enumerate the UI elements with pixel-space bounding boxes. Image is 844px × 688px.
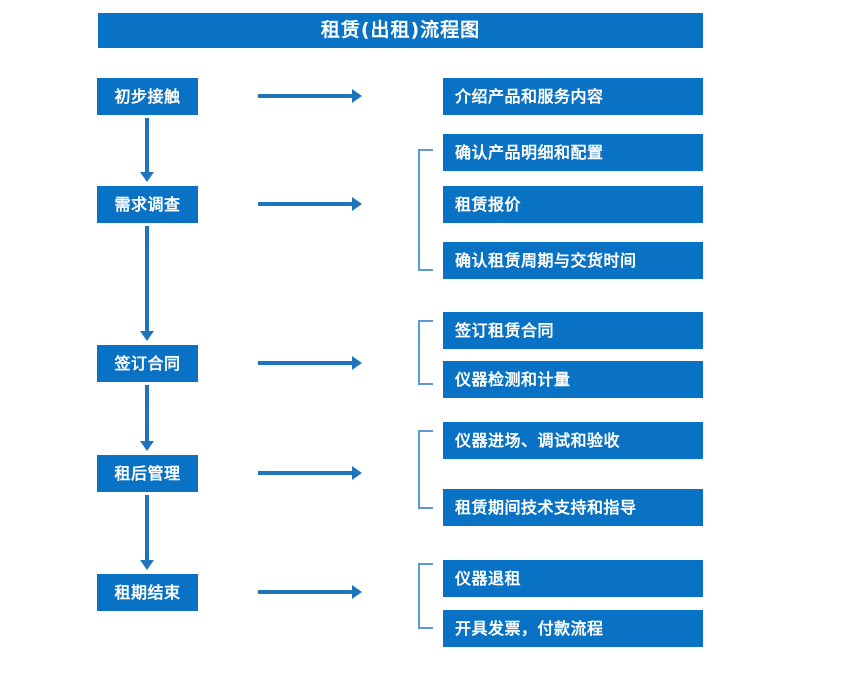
- detail-label: 仪器退租: [455, 568, 522, 588]
- detail-node-仪器退租[interactable]: 仪器退租: [443, 560, 703, 597]
- stage-node-签订合同[interactable]: 签订合同: [97, 345, 198, 382]
- detail-label: 仪器检测和计量: [455, 369, 571, 389]
- group-bracket-icon: [418, 149, 433, 271]
- detail-node-签订租赁合同[interactable]: 签订租赁合同: [443, 312, 703, 349]
- detail-node-确认产品明细和配置[interactable]: 确认产品明细和配置: [443, 134, 703, 171]
- stage-label: 租后管理: [114, 463, 181, 483]
- detail-node-租赁期间技术支持和指导[interactable]: 租赁期间技术支持和指导: [443, 489, 703, 526]
- arrow-right-icon: [258, 197, 362, 211]
- detail-label: 介绍产品和服务内容: [455, 86, 604, 106]
- detail-node-仪器进场调试和验收[interactable]: 仪器进场、调试和验收: [443, 422, 703, 459]
- detail-label: 租赁报价: [455, 194, 522, 214]
- detail-label: 租赁期间技术支持和指导: [455, 497, 637, 517]
- stage-node-租期结束[interactable]: 租期结束: [97, 574, 198, 611]
- stage-label: 租期结束: [114, 582, 181, 602]
- detail-label: 确认租赁周期与交货时间: [455, 250, 637, 270]
- detail-node-租赁报价[interactable]: 租赁报价: [443, 186, 703, 223]
- detail-node-仪器检测和计量[interactable]: 仪器检测和计量: [443, 361, 703, 398]
- stage-node-租后管理[interactable]: 租后管理: [97, 455, 198, 492]
- stage-label: 初步接触: [114, 86, 181, 106]
- stage-label: 需求调查: [114, 194, 181, 214]
- diagram-title-banner: 租赁(出租)流程图: [98, 13, 703, 48]
- stage-label: 签订合同: [114, 353, 181, 373]
- detail-label: 签订租赁合同: [455, 320, 555, 340]
- group-bracket-icon: [418, 320, 433, 385]
- arrow-down-icon: [140, 495, 154, 570]
- detail-node-开具发票付款流程[interactable]: 开具发票，付款流程: [443, 610, 703, 647]
- detail-node-介绍产品和服务内容[interactable]: 介绍产品和服务内容: [443, 78, 703, 115]
- detail-label: 确认产品明细和配置: [455, 142, 604, 162]
- arrow-right-icon: [258, 466, 362, 480]
- group-bracket-icon: [418, 563, 433, 629]
- stage-node-需求调查[interactable]: 需求调查: [97, 186, 198, 223]
- detail-label: 仪器进场、调试和验收: [455, 430, 621, 450]
- arrow-down-icon: [140, 385, 154, 451]
- arrow-right-icon: [258, 89, 362, 103]
- detail-label: 开具发票，付款流程: [455, 618, 604, 638]
- arrow-right-icon: [258, 585, 362, 599]
- arrow-right-icon: [258, 356, 362, 370]
- detail-node-确认租赁周期与交货时间[interactable]: 确认租赁周期与交货时间: [443, 242, 703, 279]
- group-bracket-icon: [418, 430, 433, 509]
- stage-node-初步接触[interactable]: 初步接触: [97, 78, 198, 115]
- page-title: 租赁(出租)流程图: [320, 19, 481, 41]
- arrow-down-icon: [140, 226, 154, 341]
- arrow-down-icon: [140, 118, 154, 182]
